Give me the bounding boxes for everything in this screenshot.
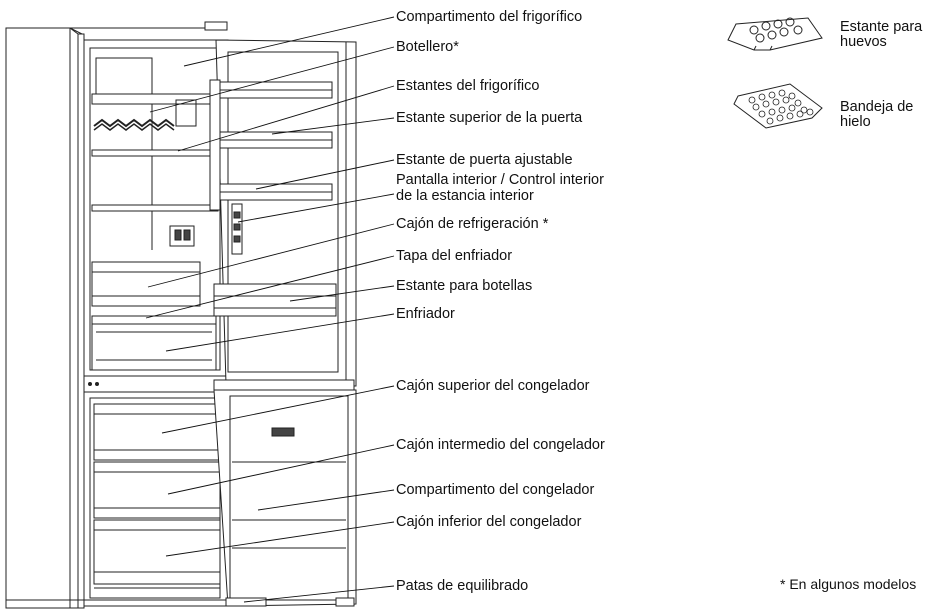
label-cooler-lid: Tapa del enfriador (396, 248, 513, 264)
freezer-interior (93, 403, 221, 589)
label-ice-tray-line1: Bandeja de (840, 99, 914, 115)
label-lower-freezer-drawer: Cajón inferior del congelador (396, 514, 582, 530)
footnote: * En algunos modelos (780, 576, 917, 592)
label-upper-door-shelf: Estante superior de la puerta (396, 110, 583, 126)
freezer-door (213, 379, 357, 607)
label-egg-rack-line1: Estante para (840, 19, 923, 35)
leader-lines (145, 16, 395, 603)
label-bottle-shelf: Estante para botellas (396, 278, 533, 294)
label-fridge-compartment: Compartimento del frigorífico (396, 9, 583, 25)
label-upper-freezer-drawer: Cajón superior del congelador (396, 378, 590, 394)
label-interior-display-line1: Pantalla interior / Control interior (396, 172, 604, 188)
label-middle-freezer-drawer: Cajón intermedio del congelador (396, 437, 605, 453)
egg-rack-illustration (727, 17, 823, 51)
label-interior-display-line2: de la estancia interior (396, 188, 534, 204)
label-levelling-legs: Patas de equilibrado (396, 578, 529, 594)
label-adjustable-door-shelf: Estante de puerta ajustable (396, 152, 573, 168)
label-chill-drawer: Cajón de refrigeración * (396, 216, 549, 232)
ice-tray-illustration (733, 83, 823, 129)
fridge-door (209, 39, 357, 387)
label-fridge-shelves: Estantes del frigorífico (396, 78, 540, 94)
fridge-interior (91, 57, 219, 371)
label-cooler: Enfriador (396, 306, 455, 322)
label-egg-rack-line2: huevos (840, 34, 887, 50)
label-freezer-compartment: Compartimento del congelador (396, 482, 595, 498)
label-wine-rack: Botellero* (396, 39, 459, 55)
label-ice-tray-line2: hielo (840, 114, 871, 130)
